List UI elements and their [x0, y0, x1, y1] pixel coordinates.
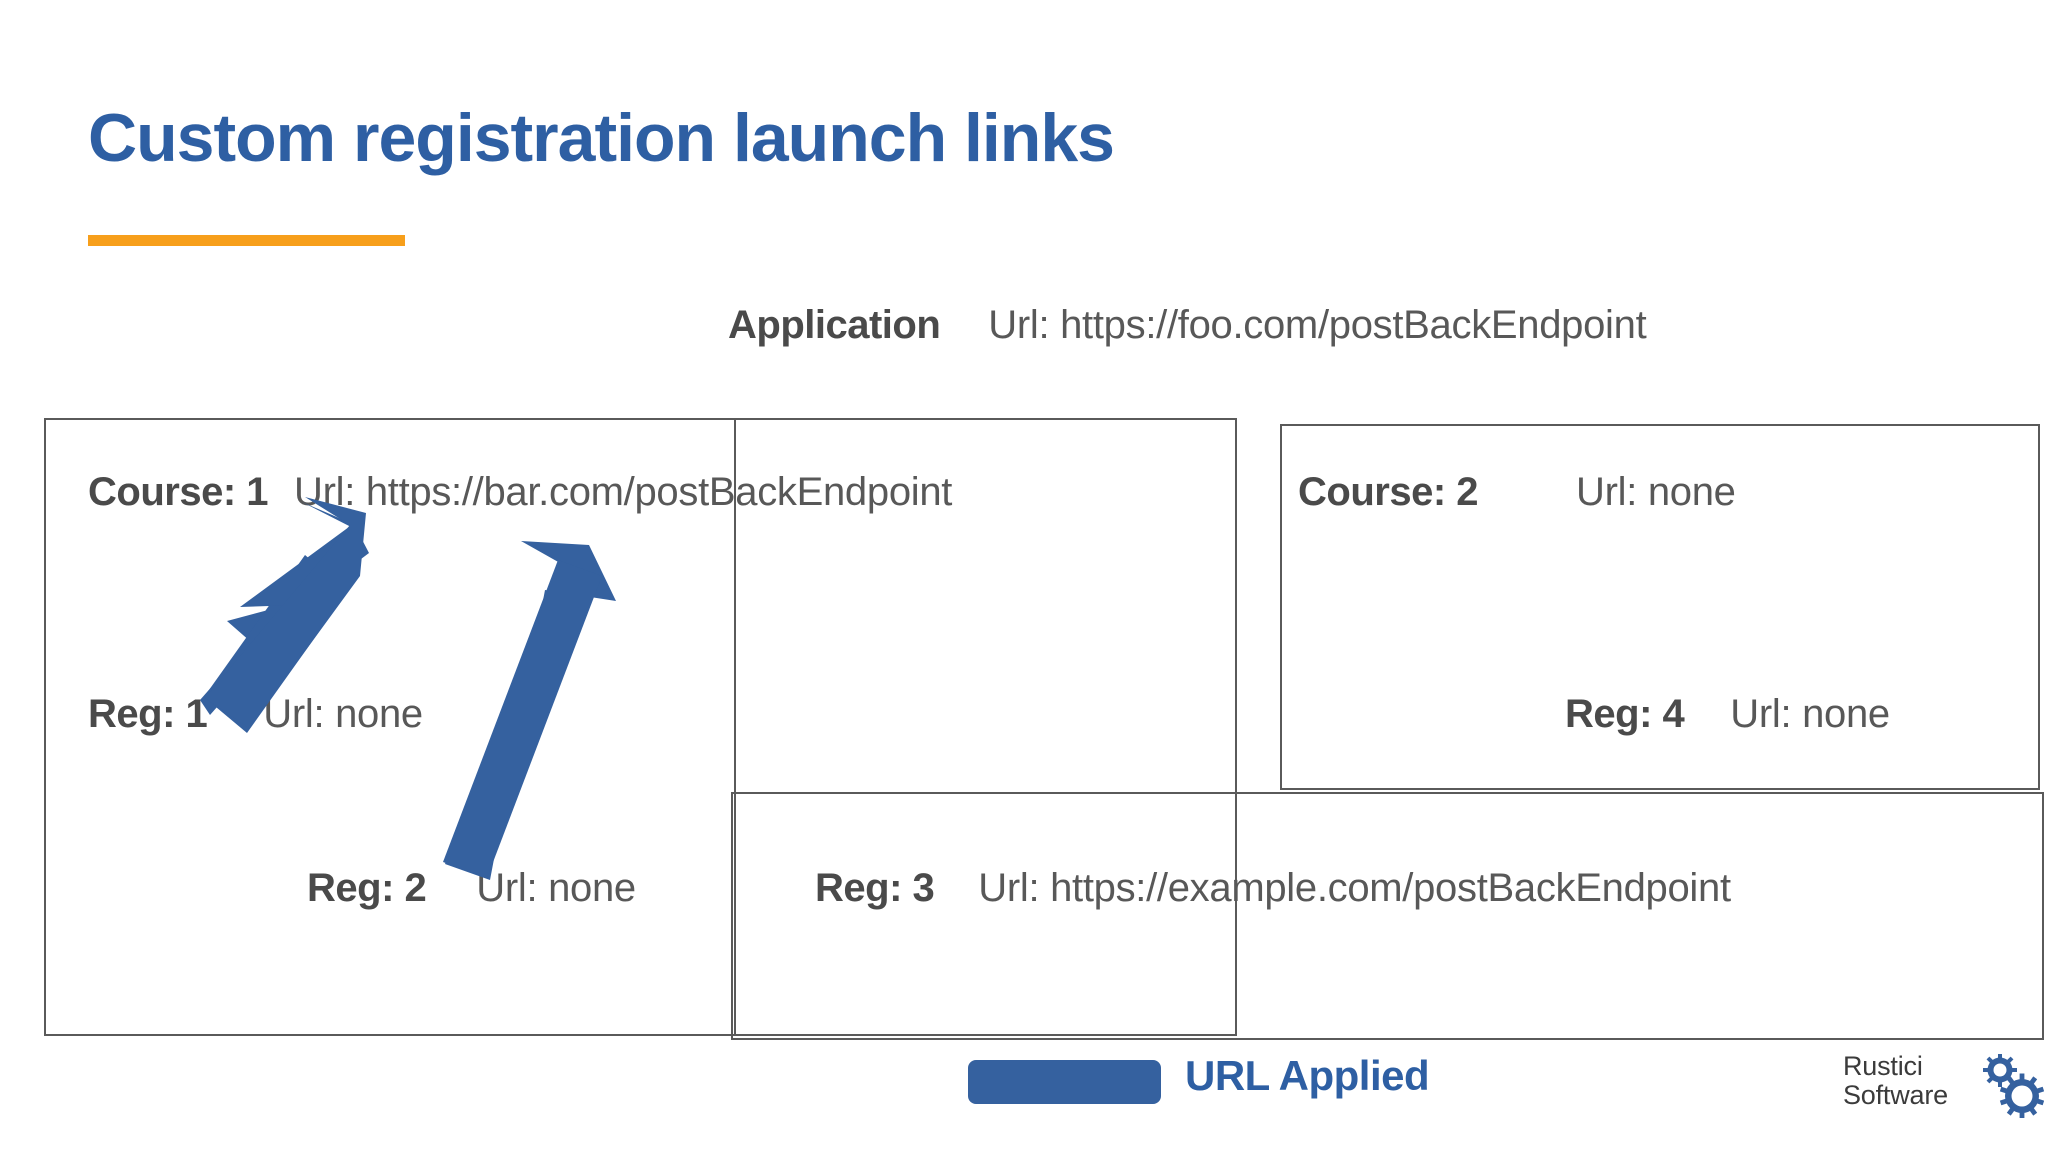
- reg-4-label: Reg: 4: [1565, 692, 1685, 736]
- course-1-label: Course: 1: [88, 470, 269, 514]
- logo-wordmark: Rustici Software: [1843, 1051, 1948, 1111]
- reg-1-reg-2-box: [44, 418, 736, 1036]
- page-title: Custom registration launch links: [88, 100, 1115, 176]
- reg-1-label: Reg: 1: [88, 692, 208, 736]
- course-2-label: Course: 2: [1298, 470, 1479, 514]
- application-label: Application: [728, 303, 941, 347]
- reg-1-url: Url: none: [263, 692, 423, 736]
- course-2-url: Url: none: [1576, 470, 1736, 514]
- reg-2-row: Reg: 2 Url: none: [307, 868, 636, 908]
- reg-3-url: Url: https://example.com/postBackEndpoin…: [978, 866, 1731, 910]
- course-1-url: Url: https://bar.com/postBackEndpoint: [294, 470, 953, 514]
- reg-4-row: Reg: 4 Url: none: [1565, 694, 1890, 734]
- course-1-row: Course: 1 Url: https://bar.com/postBackE…: [88, 472, 952, 512]
- title-underline-rule: [88, 235, 405, 246]
- reg-3-label: Reg: 3: [815, 866, 935, 910]
- legend-label: URL Applied: [1185, 1052, 1430, 1099]
- logo-line-2: Software: [1843, 1080, 1948, 1111]
- logo-line-1: Rustici: [1843, 1051, 1923, 1081]
- course-2-row: Course: 2 Url: none: [1298, 472, 1736, 512]
- reg-3-row: Reg: 3 Url: https://example.com/postBack…: [815, 868, 1731, 908]
- reg-2-label: Reg: 2: [307, 866, 427, 910]
- application-row: Application Url: https://foo.com/postBac…: [728, 303, 1647, 347]
- legend-color-swatch: [968, 1060, 1161, 1104]
- reg-1-row: Reg: 1 Url: none: [88, 694, 423, 734]
- reg-4-url: Url: none: [1730, 692, 1890, 736]
- application-url: Url: https://foo.com/postBackEndpoint: [988, 303, 1647, 347]
- gears-icon: [1983, 1054, 2044, 1118]
- reg-3-box: [731, 792, 2044, 1040]
- rustici-software-logo: Rustici Software: [1843, 1051, 2044, 1124]
- course-2-reg-4-box: [1280, 424, 2040, 790]
- reg-2-url: Url: none: [476, 866, 636, 910]
